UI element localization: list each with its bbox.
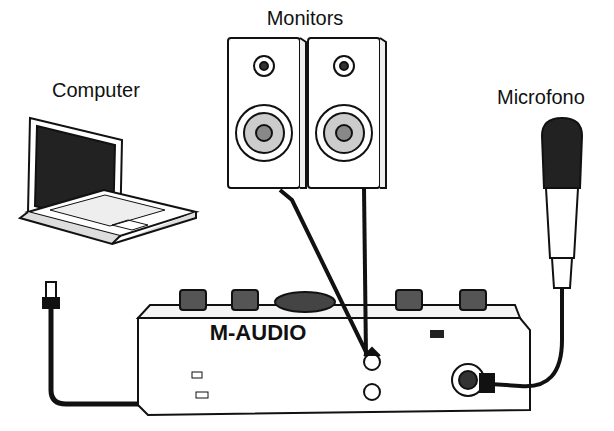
- device-label: Computer: [52, 80, 140, 100]
- device-label: Monitors: [267, 8, 344, 28]
- microphone: [480, 118, 582, 392]
- studio-monitors: [228, 38, 386, 188]
- audio-interface: [138, 290, 530, 415]
- brand-label: M-AUDIO: [210, 322, 307, 344]
- device-label: Microfono: [497, 87, 585, 107]
- laptop-computer: [20, 118, 196, 244]
